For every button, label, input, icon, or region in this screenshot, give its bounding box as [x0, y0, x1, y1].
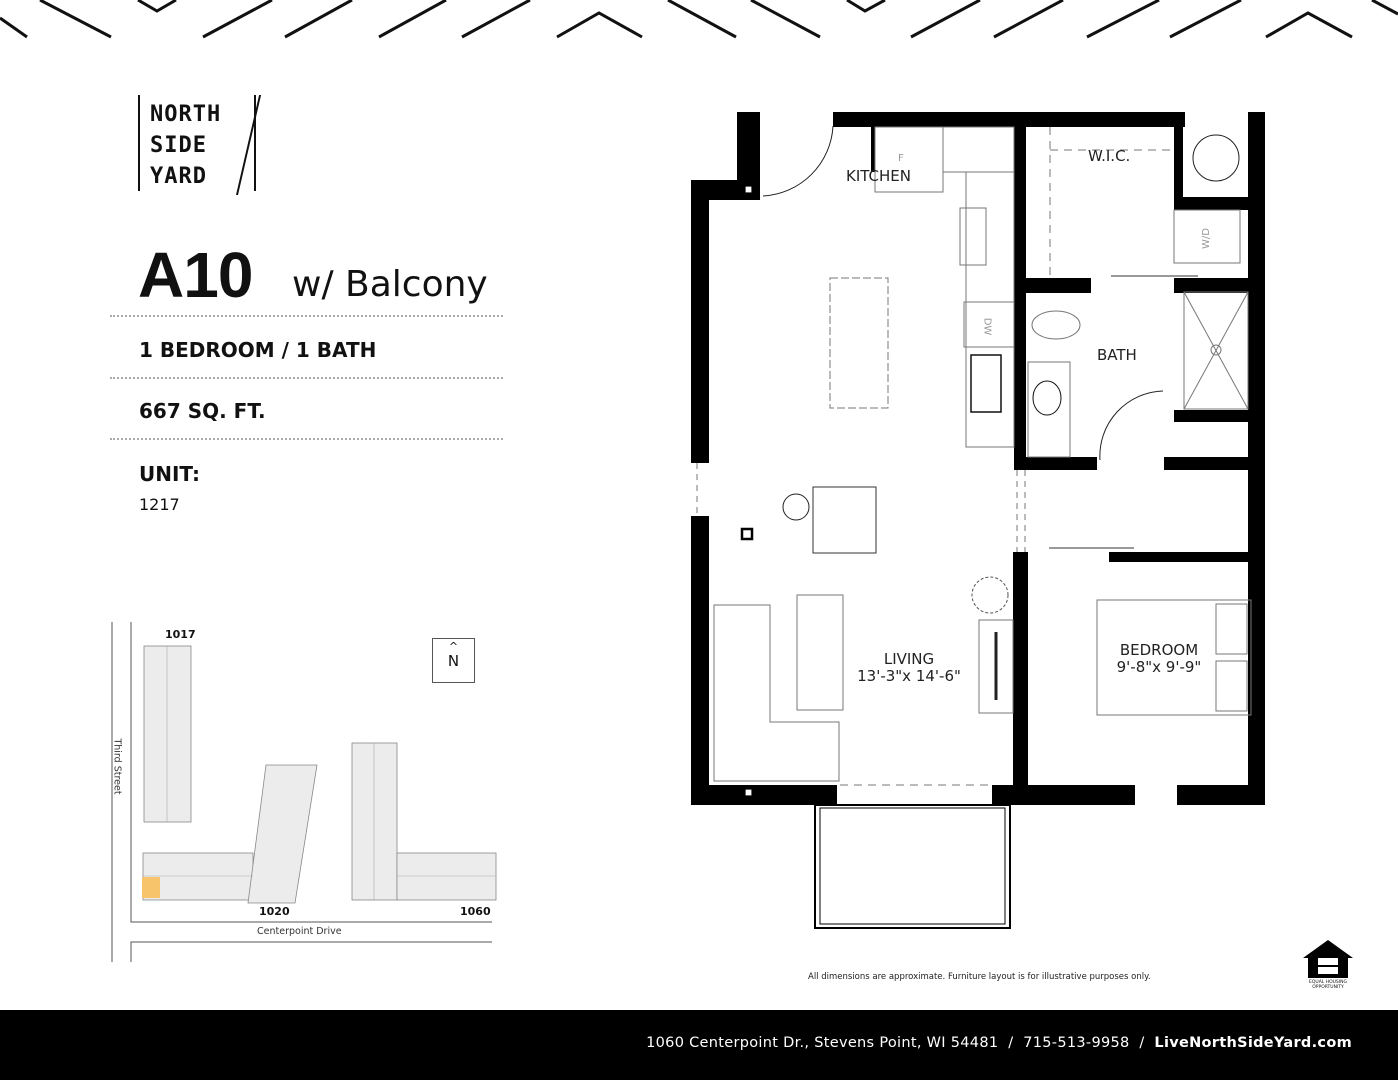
room-label-living: LIVING 13'-3"x 14'-6"	[857, 651, 961, 685]
footer-contact: 1060 Centerpoint Dr., Stevens Point, WI …	[646, 1035, 1352, 1051]
living-name: LIVING	[883, 650, 935, 668]
room-label-kitchen: KITCHEN	[846, 167, 911, 185]
divider	[110, 438, 503, 440]
building-label-1060: 1060	[460, 905, 491, 918]
footer-website-link[interactable]: LiveNorthSideYard.com	[1154, 1035, 1352, 1051]
building-1020-wing	[142, 852, 254, 901]
room-label-bath: BATH	[1097, 346, 1137, 364]
separator: /	[1139, 1035, 1145, 1051]
building-1017	[143, 645, 192, 823]
disclaimer: All dimensions are approximate. Furnitur…	[808, 972, 1151, 982]
equal-housing-opportunity-logo: EQUAL HOUSING OPPORTUNITY	[1302, 938, 1354, 994]
living-dimensions: 13'-3"x 14'-6"	[857, 667, 961, 685]
plan-variant: w/ Balcony	[292, 264, 488, 305]
unit-number: 1217	[139, 495, 180, 514]
highlighted-unit	[142, 877, 160, 898]
street-label-centerpoint: Centerpoint Drive	[257, 926, 342, 937]
unit-label: UNIT:	[139, 462, 200, 486]
separator: /	[1008, 1035, 1014, 1051]
street-label-third: Third Street	[111, 738, 123, 795]
logo-line: YARD	[150, 164, 207, 189]
equal-housing-house-icon	[1303, 940, 1353, 978]
plan-name: A10	[138, 239, 253, 311]
washer-dryer-label: W/D	[1200, 228, 1212, 249]
building-1060-wing	[396, 852, 497, 901]
bedroom-name: BEDROOM	[1119, 641, 1199, 659]
north-arrow-icon: ^	[448, 640, 459, 653]
divider	[110, 315, 503, 317]
bedroom-dimensions: 9'-8"x 9'-9"	[1116, 658, 1202, 676]
bed-bath: 1 BEDROOM / 1 BATH	[139, 338, 377, 362]
north-label: N	[447, 652, 460, 670]
dishwasher-label: DW	[981, 317, 993, 336]
logo-line: NORTH	[150, 102, 222, 127]
building-label-1017: 1017	[165, 628, 196, 641]
footer-address: 1060 Centerpoint Dr., Stevens Point, WI …	[646, 1035, 999, 1051]
north-side-yard-logo: NORTH SIDE YARD	[138, 95, 263, 195]
footer-bar: 1060 Centerpoint Dr., Stevens Point, WI …	[0, 1010, 1398, 1080]
chevron-pattern	[0, 0, 1398, 39]
eho-text: EQUAL HOUSING OPPORTUNITY	[1309, 980, 1347, 990]
logo-line: SIDE	[150, 133, 207, 158]
room-label-bedroom: BEDROOM 9'-8"x 9'-9"	[1110, 642, 1208, 676]
footer-phone[interactable]: 715-513-9958	[1023, 1035, 1130, 1051]
divider	[110, 377, 503, 379]
building-label-1020: 1020	[259, 905, 290, 918]
north-indicator: ^ N	[432, 638, 475, 683]
fridge-label: F	[898, 153, 904, 164]
building-1020-tower	[247, 764, 318, 904]
walls	[691, 112, 1265, 805]
building-1060-tower	[351, 742, 398, 901]
room-label-wic: W.I.C.	[1088, 147, 1131, 165]
square-footage: 667 SQ. FT.	[139, 399, 266, 423]
